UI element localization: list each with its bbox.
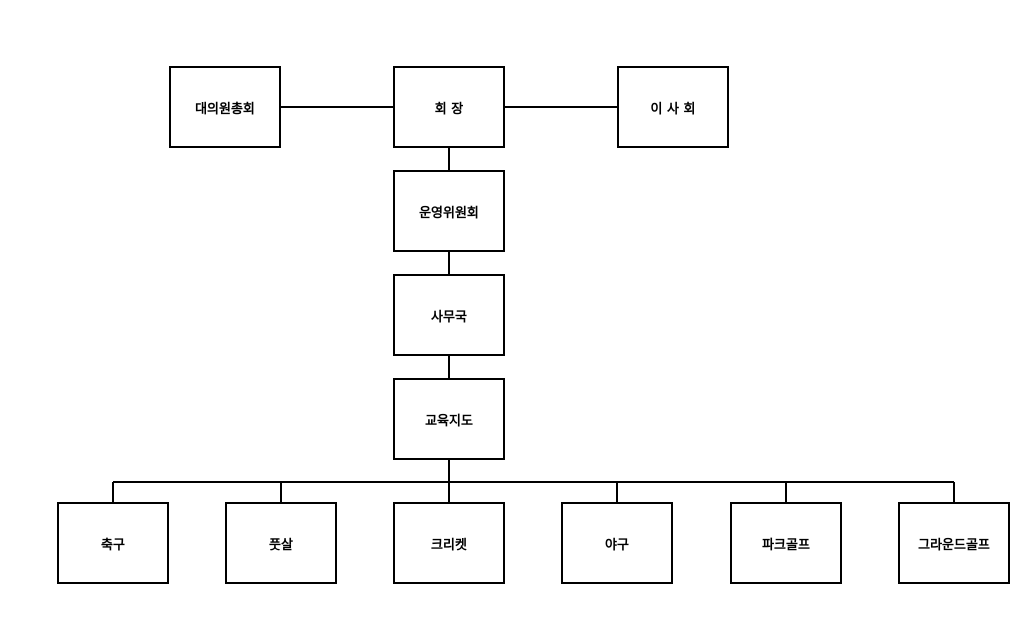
box-futsal: 풋살 (225, 502, 337, 584)
box-label: 대의원총회 (195, 101, 255, 117)
box-label: 야구 (605, 537, 629, 553)
box-label: 회 장 (434, 101, 464, 117)
box-label: 그라운드골프 (918, 537, 990, 553)
box-label: 파크골프 (762, 537, 810, 553)
box-label: 축구 (101, 537, 125, 553)
box-label: 크리켓 (431, 537, 467, 553)
box-education-guidance: 교육지도 (393, 378, 505, 460)
box-label: 사무국 (431, 309, 467, 325)
box-chairman: 회 장 (393, 66, 505, 148)
box-delegates-assembly: 대의원총회 (169, 66, 281, 148)
box-label: 운영위원회 (419, 205, 479, 221)
box-secretariat: 사무국 (393, 274, 505, 356)
box-park-golf: 파크골프 (730, 502, 842, 584)
box-ground-golf: 그라운드골프 (898, 502, 1010, 584)
box-steering-committee: 운영위원회 (393, 170, 505, 252)
box-label: 교육지도 (425, 413, 473, 429)
box-cricket: 크리켓 (393, 502, 505, 584)
box-label: 이 사 회 (650, 101, 696, 117)
box-baseball: 야구 (561, 502, 673, 584)
box-board-of-directors: 이 사 회 (617, 66, 729, 148)
box-soccer: 축구 (57, 502, 169, 584)
box-label: 풋살 (269, 537, 293, 553)
